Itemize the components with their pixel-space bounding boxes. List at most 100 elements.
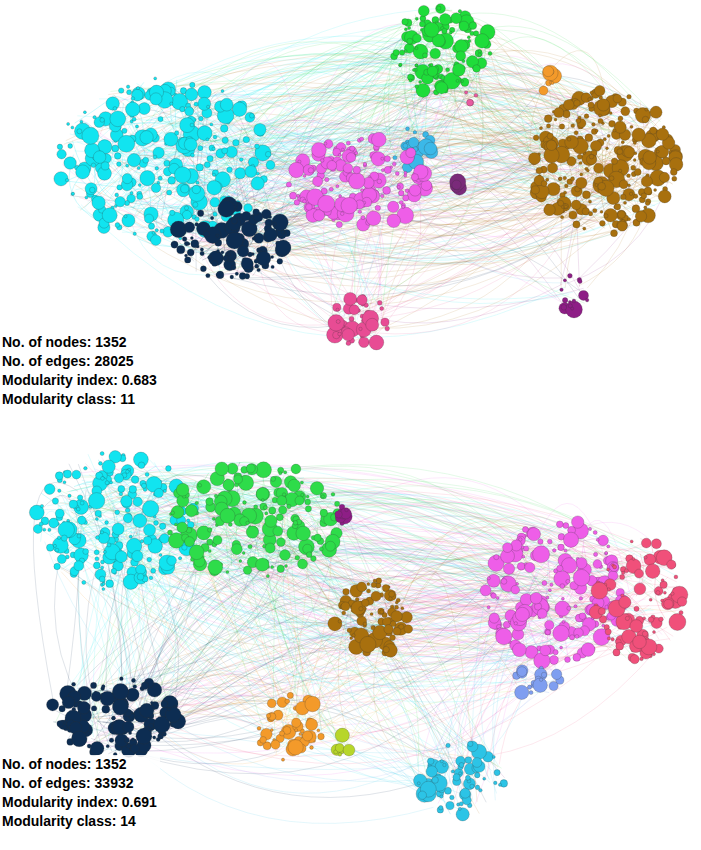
network-node (475, 34, 490, 49)
network-node (68, 144, 73, 149)
network-node (150, 93, 162, 105)
network-node (423, 53, 428, 58)
network-node (223, 256, 228, 261)
network-node (235, 168, 246, 179)
network-node (131, 97, 135, 101)
network-node (151, 235, 162, 246)
network-node (456, 79, 459, 82)
network-node (138, 184, 141, 187)
network-node (137, 194, 143, 200)
network-node (190, 123, 194, 127)
network-node (152, 231, 155, 234)
network-node (271, 256, 274, 259)
network-node (242, 211, 251, 220)
network-node (198, 146, 203, 151)
network-node (143, 157, 149, 163)
network-node (265, 151, 271, 157)
network-node (252, 237, 255, 240)
network-node (276, 240, 291, 255)
network-node (329, 187, 333, 191)
network-link (65, 509, 66, 511)
network-node (408, 137, 418, 147)
network-node (459, 21, 469, 31)
network-node (249, 113, 254, 118)
network-node (413, 131, 417, 135)
network-node (153, 155, 157, 159)
network-node (207, 181, 221, 195)
network-node (446, 68, 450, 72)
network-node (119, 88, 124, 93)
network-node (194, 102, 198, 106)
network-node (395, 171, 399, 175)
network-node (231, 265, 236, 270)
network-node (127, 90, 132, 95)
network-node (155, 167, 159, 171)
network-node (71, 126, 74, 129)
network-node (82, 127, 99, 144)
network-node (100, 118, 105, 123)
network-node (124, 215, 127, 218)
network-node (232, 218, 238, 224)
network-node (90, 187, 96, 193)
network-node (204, 162, 210, 168)
network-node (197, 210, 203, 216)
network-node (184, 206, 188, 210)
network-node (174, 167, 190, 183)
network-node (430, 63, 433, 66)
network-node (200, 251, 204, 255)
network-node (160, 229, 164, 233)
network-node (221, 251, 224, 254)
network-node (185, 107, 194, 116)
network-node (67, 122, 70, 125)
network-node (71, 192, 74, 195)
network-node (415, 85, 419, 89)
network-node (220, 125, 228, 133)
network-node (122, 174, 132, 184)
network-node (232, 102, 246, 116)
network-node (415, 64, 418, 67)
network-node (239, 158, 243, 162)
network-node (208, 255, 212, 259)
network-node (254, 123, 266, 135)
network-node (127, 154, 140, 167)
network-node (392, 162, 396, 166)
network-node (207, 105, 210, 108)
network-node (403, 143, 408, 148)
network-node (115, 193, 119, 197)
network-node (418, 5, 429, 16)
network-node (136, 87, 139, 90)
network-node (383, 187, 391, 195)
network-node (218, 200, 235, 217)
network-node (421, 180, 432, 191)
network-node (137, 166, 140, 169)
network-node (269, 215, 272, 218)
network-node (277, 258, 283, 264)
network-node (64, 157, 76, 169)
network-node (281, 230, 284, 233)
network-node (164, 160, 170, 166)
network-node (243, 136, 249, 142)
network-node (442, 28, 447, 33)
network-node (387, 214, 401, 228)
network-node (437, 6, 441, 10)
network-node (213, 212, 217, 216)
network-node (468, 39, 471, 42)
network-node (406, 127, 410, 131)
network-node (452, 63, 465, 76)
network-node (112, 145, 119, 152)
network-node (375, 205, 380, 210)
network-node (126, 164, 129, 167)
network-node (227, 167, 233, 173)
network-node (106, 97, 119, 110)
network-node (196, 164, 203, 171)
network-node (419, 21, 425, 27)
network-node (256, 251, 271, 266)
network-node (140, 131, 153, 144)
network-node (203, 231, 209, 237)
network-node (122, 128, 127, 133)
network-node (91, 163, 96, 168)
network-node (216, 249, 219, 252)
network-node (184, 138, 197, 151)
network-node (244, 273, 249, 278)
network-node (195, 217, 200, 222)
